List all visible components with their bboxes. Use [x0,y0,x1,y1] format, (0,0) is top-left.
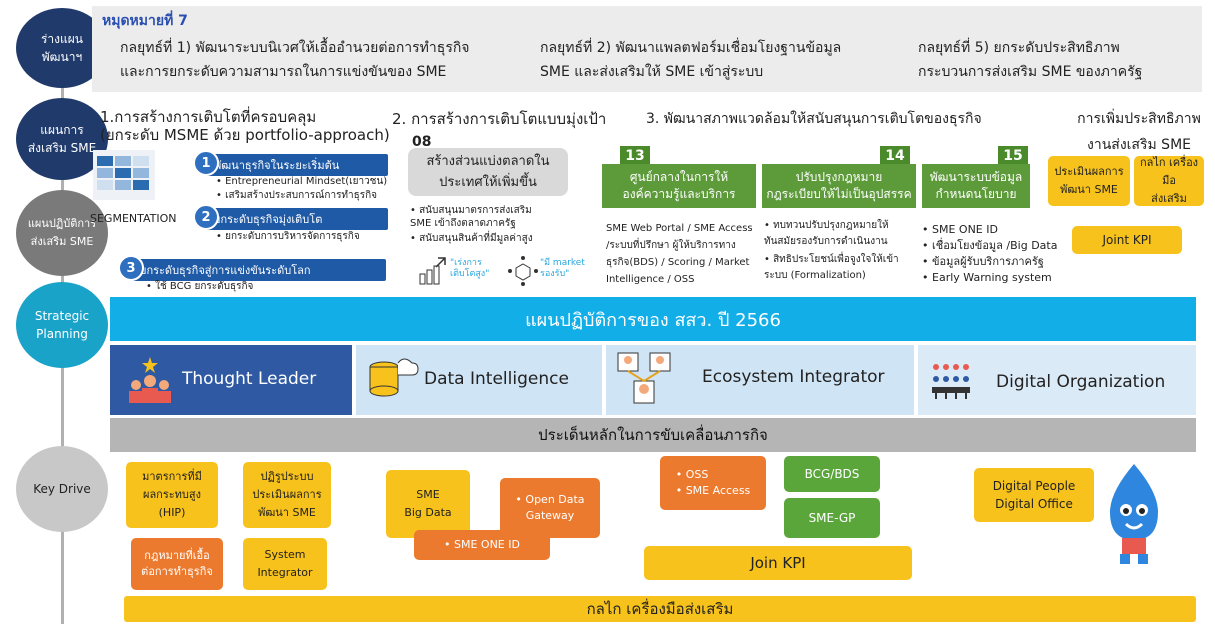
pillar-3-label: Ecosystem Integrator [702,367,885,387]
section-1-title: 1.การสร้างการเติบโตที่ครอบคลุม (ยกระดับ … [100,108,390,144]
evaluation-reform-box: ปฏิรูประบบ ประเมินผลการ พัฒนา SME [243,462,331,528]
box-15-bullet-4-text: Early Warning system [932,271,1052,284]
pillar-data-intelligence: Data Intelligence [356,345,602,415]
sec2-bullet-2-text: สนับสนุนสินค้าที่มีมูลค่าสูง [419,233,533,244]
pillar-ecosystem-integrator: Ecosystem Integrator [606,345,914,415]
strategic-circle: Strategic Planning [16,282,108,368]
box-14-number: 14 [880,146,910,166]
growth-tag: "เร่งการ เติบโตสูง" [450,258,490,279]
segment-1-bullet-1: • Entrepreneurial Mindset(เยาวชน) [216,176,388,187]
box-14-bullet-2: • สิทธิประโยชน์เพื่อจูงใจให้เข้า ระบบ (F… [764,254,899,281]
promotion-plan-circle: แผนการ ส่งเสริม SME [16,98,108,180]
box-15-bullet-4: • Early Warning system [922,271,1052,284]
system-integrator-box: System Integrator [243,538,327,590]
evaluate-sme-box: ประเมินผลการ พัฒนา SME [1048,156,1130,206]
segment-2-number: 2 [193,204,219,230]
segment-1-number: 1 [193,150,219,176]
section-2-title: 2. การสร้างการเติบโตแบบมุ่งเป้า [392,110,607,128]
key-drive-circle: Key Drive [16,446,108,532]
box-13-number: 13 [620,146,650,166]
section-3-title: 3. พัฒนาสภาพแวดล้อมให้สนับสนุนการเติบโตข… [646,111,982,127]
mascot-icon [1098,462,1170,566]
action-plan-label: แผนปฏิบัติการ ส่งเสริม SME [27,217,97,248]
key-issues-bar: ประเด็นหลักในการขับเคลื่อนภารกิจ [110,418,1196,452]
box-15-bullet-2-text: เชื่อมโยงข้อมูล /Big Data [932,239,1058,252]
bcg-bds-box: BCG/BDS [784,456,880,492]
action-plan-circle: แผนปฏิบัติการ ส่งเสริม SME [16,190,108,276]
portfolio-thumbnail [93,150,155,200]
oss-box: • OSS • SME Access [660,456,766,510]
sme-one-id-box: • SME ONE ID [414,530,550,560]
hip-box: มาตรการที่มี ผลกระทบสูง (HIP) [126,462,218,528]
sec2-bullet-1-text: สนับสนุนมาตรการส่งเสริม SME เข้าถึงตลาดภ… [410,205,532,229]
pillar-4-label: Digital Organization [996,372,1166,392]
box-14-header: ปรับปรุงกฎหมาย กฎระเบียบให้ไม่เป็นอุปสรร… [762,164,916,208]
org-network-icon [930,359,972,401]
box-15-header: พัฒนาระบบข้อมูล กำหนดนโยบาย [922,164,1030,208]
segment-2-bar: ยกระดับธุรกิจมุ่งเติบโต [206,208,388,230]
action-plan-bar: แผนปฏิบัติการของ สสว. ปี 2566 [110,297,1196,341]
mechanism-box: กลไก เครื่องมือ ส่งเสริม [1134,156,1204,206]
people-star-icon [124,355,176,405]
section-2-number: 08 [412,134,432,150]
sme-gp-box: SME-GP [784,498,880,538]
milestone-band: หมุดหมายที่ 7 กลยุทธ์ที่ 1) พัฒนาระบบนิเ… [92,6,1202,92]
box-15-bullet-3: • ข้อมูลผู้รับบริการภาครัฐ [922,255,1044,268]
market-tag: "มี market รองรับ" [540,258,585,279]
sme-big-data-box: SME Big Data [386,470,470,538]
market-share-box: สร้างส่วนแบ่งตลาดใน ประเทศให้เพิ่มขึ้น [408,148,568,196]
digital-people-box: Digital People Digital Office [974,468,1094,522]
box-14-bullet-1: • ทบทวนปรับปรุงกฎหมายให้ ทันสมัยรองรับกา… [764,220,889,247]
segment-1-bullet-2-text: เสริมสร้างประสบการณ์การทำธุรกิจ [225,190,378,201]
segment-3-bar: ยกระดับธุรกิจสู่การแข่งขันระดับโลก [132,259,386,281]
segment-1-bullet-2: • เสริมสร้างประสบการณ์การทำธุรกิจ [216,190,378,201]
joint-kpi-box: Joint KPI [1072,226,1182,254]
strategy-2: กลยุทธ์ที่ 2) พัฒนาแพลตฟอร์มเชื่อมโยงฐาน… [540,40,842,80]
promotion-plan-label: แผนการ ส่งเสริม SME [27,123,97,155]
sec2-bullet-2: • สนับสนุนสินค้าที่มีมูลค่าสูง [410,233,533,244]
pillar-2-label: Data Intelligence [424,369,569,389]
strategy-5: กลยุทธ์ที่ 5) ยกระดับประสิทธิภาพ กระบวนก… [918,40,1143,80]
segment-1-bar: พัฒนาธุรกิจในระยะเริ่มต้น [206,154,388,176]
segmentation-label: SEGMENTATION [90,212,177,225]
pillar-digital-organization: Digital Organization [918,345,1196,415]
segment-3-bullet-1-text: ใช้ BCG ยกระดับธุรกิจ [155,281,254,292]
segment-2-bullet-1: • ยกระดับการบริหารจัดการธุรกิจ [216,231,360,242]
section-4-title: การเพิ่มประสิทธิภาพ งานส่งเสริม SME [1077,111,1201,153]
box-15-bullet-3-text: ข้อมูลผู้รับบริการภาครัฐ [932,255,1044,268]
key-drive-label: Key Drive [33,482,91,496]
network-cube-icon [508,256,538,286]
connected-people-icon [616,351,672,409]
segment-3-number: 3 [118,255,144,281]
milestone-heading: หมุดหมายที่ 7 [102,13,188,29]
box-15-bullet-1: • SME ONE ID [922,223,998,236]
segment-2-bullet-1-text: ยกระดับการบริหารจัดการธุรกิจ [225,231,360,242]
strategic-label: Strategic Planning [34,309,90,341]
segment-1-bullet-1-text: Entrepreneurial Mindset(เยาวชน) [225,176,388,187]
box-13-header: ศูนย์กลางในการให้ องค์ความรู้และบริการ [602,164,756,208]
segment-3-bullet-1: • ใช้ BCG ยกระดับธุรกิจ [146,281,254,292]
database-cloud-icon [364,353,420,407]
plan-label: ร่างแผน พัฒนาฯ [40,32,83,64]
pillar-1-label: Thought Leader [182,369,317,389]
bottom-mechanism-bar: กลไก เครื่องมือส่งเสริม [124,596,1196,622]
rocket-chart-icon [418,256,448,286]
box-14-bullet-2-text: สิทธิประโยชน์เพื่อจูงใจให้เข้า ระบบ (For… [764,254,899,281]
box-14-bullet-1-text: ทบทวนปรับปรุงกฎหมายให้ ทันสมัยรองรับการด… [764,220,889,247]
box-15-bullet-1-text: SME ONE ID [932,223,998,236]
law-box: กฎหมายที่เอื้อ ต่อการทำธุรกิจ [131,538,223,590]
box-15-bullet-2: • เชื่อมโยงข้อมูล /Big Data [922,239,1058,252]
open-data-box: • Open Data Gateway [500,478,600,538]
join-kpi-box: Join KPI [644,546,912,580]
pillar-thought-leader: Thought Leader [110,345,352,415]
sec2-bullet-1: • สนับสนุนมาตรการส่งเสริม SME เข้าถึงตลา… [410,205,532,229]
box-15-number: 15 [998,146,1028,166]
box-13-desc: SME Web Portal / SME Access /ระบบที่ปรึก… [606,223,753,285]
strategy-1: กลยุทธ์ที่ 1) พัฒนาระบบนิเวศให้เอื้ออำนว… [120,40,470,80]
